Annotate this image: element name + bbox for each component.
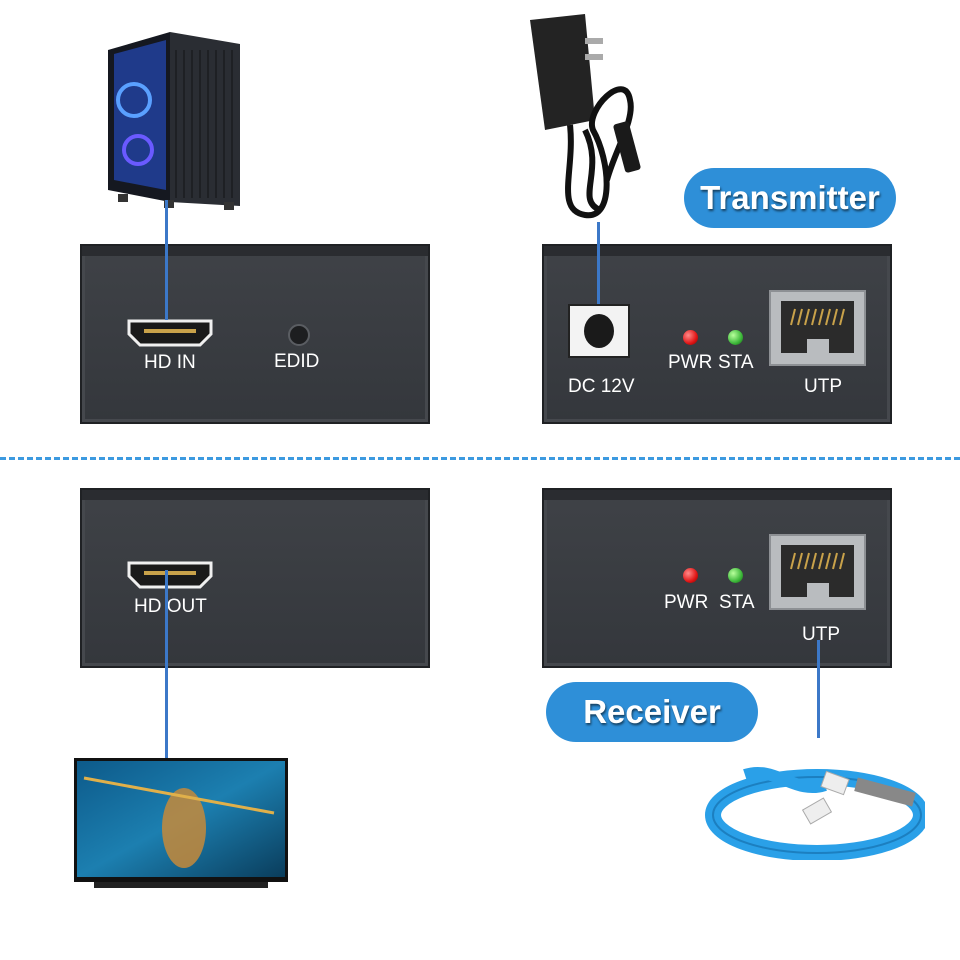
utp-cable — [817, 640, 820, 738]
transmitter-back-panel: DC 12V PWR STA UTP — [542, 244, 892, 424]
sta-label: STA — [718, 352, 754, 374]
pc-tower-icon — [104, 30, 244, 210]
sta-label: STA — [719, 592, 755, 614]
pwr-label: PWR — [664, 592, 708, 614]
panel-top-edge — [544, 490, 890, 500]
hdmi-in-label: HD IN — [144, 352, 196, 374]
power-adapter-icon — [515, 10, 645, 225]
tv-icon — [74, 758, 288, 890]
receiver-badge: Receiver — [546, 682, 758, 742]
panel-top-edge — [544, 246, 890, 256]
edid-button[interactable] — [288, 324, 310, 346]
hdmi-out-label: HD OUT — [134, 596, 207, 618]
power-led — [683, 330, 698, 345]
receiver-front-panel: HD OUT — [80, 488, 430, 668]
hdmi-out-port[interactable] — [126, 560, 214, 590]
receiver-back-panel: PWR STA UTP — [542, 488, 892, 668]
utp-port[interactable] — [769, 290, 866, 366]
hdmi-in-port[interactable] — [126, 318, 214, 348]
pwr-label: PWR — [668, 352, 712, 374]
network-cable-icon — [705, 755, 925, 860]
dc-12v-label: DC 12V — [568, 376, 635, 398]
status-led — [728, 330, 743, 345]
hdmi-output-cable — [165, 570, 168, 758]
section-divider — [0, 457, 960, 460]
utp-label: UTP — [802, 624, 840, 646]
utp-label: UTP — [804, 376, 842, 398]
hdmi-input-cable — [165, 200, 168, 320]
utp-port[interactable] — [769, 534, 866, 610]
dc-power-jack[interactable] — [568, 304, 630, 358]
panel-top-edge — [82, 246, 428, 256]
power-cable — [597, 222, 600, 304]
status-led — [728, 568, 743, 583]
edid-label: EDID — [274, 351, 319, 373]
panel-top-edge — [82, 490, 428, 500]
transmitter-badge: Transmitter — [684, 168, 896, 228]
power-led — [683, 568, 698, 583]
transmitter-front-panel: HD IN EDID — [80, 244, 430, 424]
